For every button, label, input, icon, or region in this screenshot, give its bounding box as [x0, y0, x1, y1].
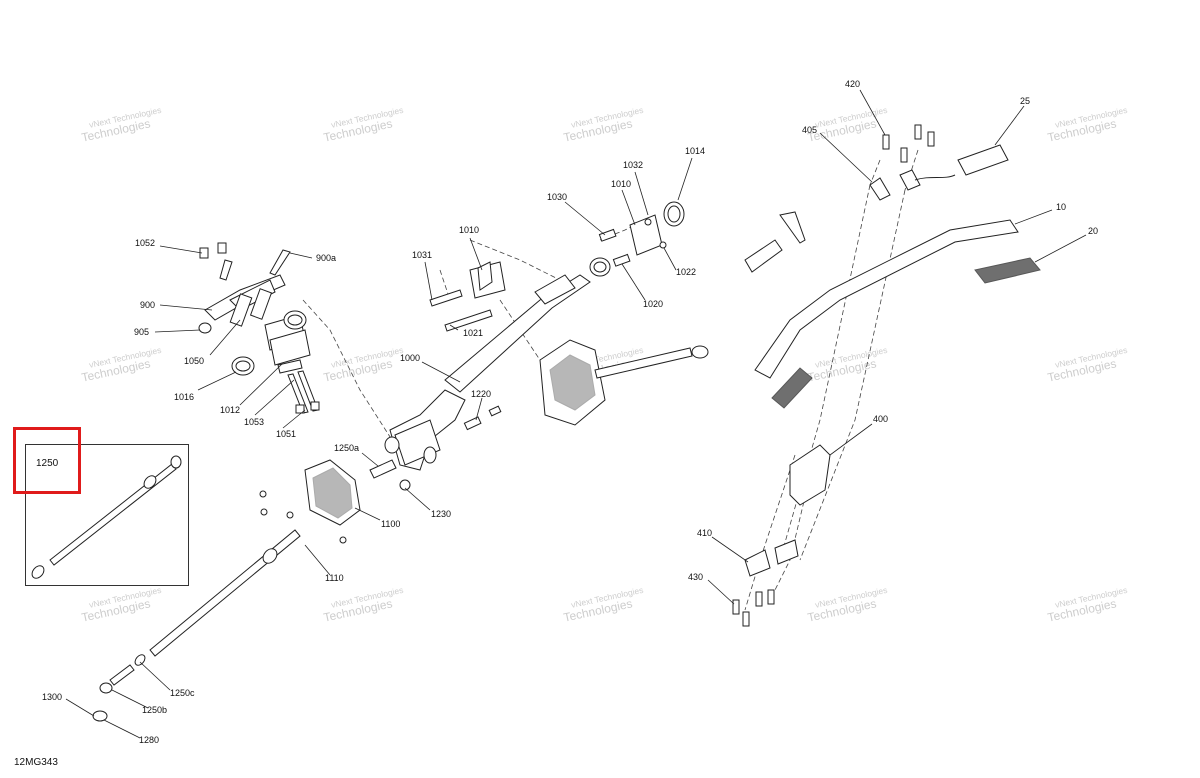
watermark: vNext Technologies Technologies: [806, 105, 888, 145]
watermark: vNext Technologies Technologies: [80, 345, 162, 385]
watermark: vNext Technologies Technologies: [1046, 585, 1128, 625]
callout-label: 25: [1020, 96, 1030, 106]
center-housing: [463, 339, 709, 431]
callout-label: 1016: [174, 392, 194, 402]
watermark: vNext Technologies Technologies: [806, 345, 888, 385]
callout-label: 20: [1088, 226, 1098, 236]
callout-label: 1100: [381, 519, 400, 529]
callout-label: 400: [873, 414, 888, 424]
watermark: vNext Technologies Technologies: [80, 105, 162, 145]
callout-label: 1051: [276, 429, 296, 439]
callout-label: 420: [845, 79, 860, 89]
callout-label: 1000: [400, 353, 420, 363]
callout-label: 1280: [139, 735, 159, 745]
tie-rod: [92, 529, 301, 722]
callout-label: 1250a: [334, 443, 359, 453]
steering-column: [384, 201, 685, 471]
callout-label: 1052: [135, 238, 155, 248]
callout-label: 405: [802, 125, 817, 135]
watermark: vNext Technologies Technologies: [806, 585, 888, 625]
inset-tie-rod: [31, 455, 182, 579]
callout-labels: 1052 900a 900 905 1050 1016 1012 1053 10…: [42, 79, 1098, 745]
lower-housing: [259, 459, 411, 544]
callout-label: 1021: [463, 328, 483, 338]
callout-label: 1230: [431, 509, 451, 519]
watermark: vNext Technologies Technologies: [562, 105, 644, 145]
callout-label: 430: [688, 572, 703, 582]
watermark: vNext Technologies Technologies: [1046, 345, 1128, 385]
leader-lines: [65, 89, 1087, 739]
callout-label: 1110: [325, 573, 344, 583]
inset-label: 1250: [36, 458, 59, 469]
watermark: vNext Technologies Technologies: [322, 105, 404, 145]
callout-label: 1012: [220, 405, 240, 415]
callout-label: 1300: [42, 692, 62, 702]
callout-label: 900: [140, 300, 155, 310]
callout-label: 1032: [623, 160, 643, 170]
callout-label: 1053: [244, 417, 264, 427]
callout-label: 1050: [184, 356, 204, 366]
inset-frame: [25, 444, 189, 586]
callout-label: 1014: [685, 146, 705, 156]
watermark: vNext Technologies Technologies: [80, 585, 162, 625]
riser-assembly: [732, 444, 831, 627]
callout-label: 410: [697, 528, 712, 538]
callout-label: 1030: [547, 192, 567, 202]
callout-label: 10: [1056, 202, 1066, 212]
highlight-frame: [13, 427, 81, 494]
clamp-assembly: [198, 242, 320, 414]
callout-label: 1022: [676, 267, 696, 277]
callout-label: 1250c: [170, 688, 195, 698]
callout-label: 1220: [471, 389, 491, 399]
callout-label: 1010: [459, 225, 479, 235]
callout-label: 1250b: [142, 705, 167, 715]
callout-label: 905: [134, 327, 149, 337]
callout-label: 1031: [412, 250, 432, 260]
watermark: vNext Technologies Technologies: [562, 585, 644, 625]
callout-label: 1020: [643, 299, 663, 309]
watermark: vNext Technologies Technologies: [322, 345, 404, 385]
watermark: vNext Technologies Technologies: [1046, 105, 1128, 145]
handlebar-assembly: [744, 124, 1041, 409]
callout-label: 900a: [316, 253, 336, 263]
drawing-id: 12MG343: [14, 757, 58, 768]
watermark: vNext Technologies Technologies: [322, 585, 404, 625]
callout-label: 1010: [611, 179, 631, 189]
